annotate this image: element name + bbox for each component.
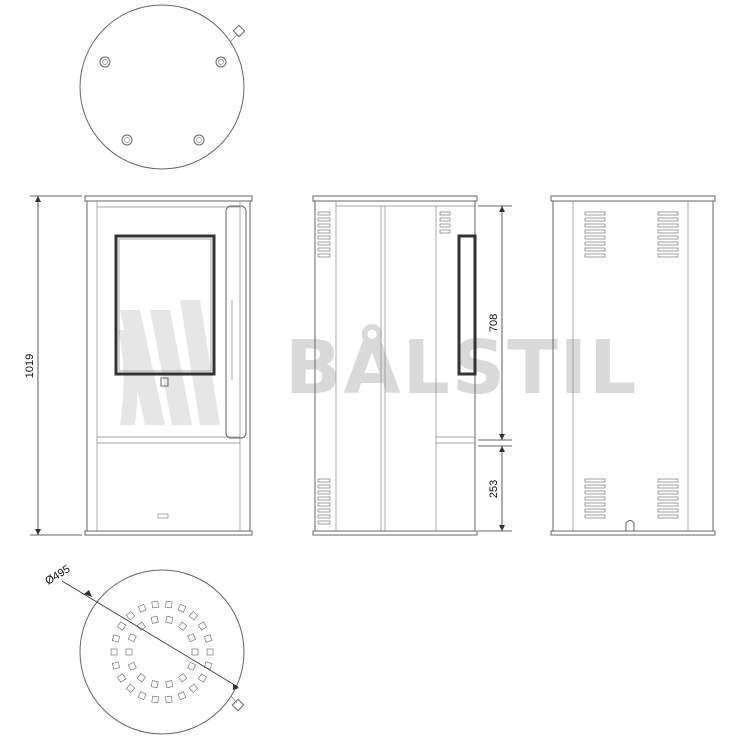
- grate-slot: [137, 603, 147, 613]
- grate-slot: [110, 648, 118, 656]
- dimension-label-708: 708: [488, 314, 500, 332]
- grate-slot: [203, 661, 213, 670]
- bolt-icon: [193, 134, 205, 146]
- grate-slot: [150, 615, 159, 624]
- back-vent-top-left: [584, 211, 606, 258]
- handle-icon: [229, 24, 246, 43]
- back-vent-top-right: [657, 211, 679, 258]
- grate-slot: [177, 603, 187, 613]
- bolt-icon: [99, 56, 111, 68]
- dimension-label-diameter: Ø495: [43, 563, 72, 587]
- grate-slot: [165, 615, 174, 624]
- grate-slot: [188, 610, 199, 621]
- dimension-total-height: 1019: [24, 195, 82, 536]
- grate-slot: [188, 683, 199, 694]
- grate-slot: [125, 683, 136, 694]
- grate-slot: [165, 600, 173, 609]
- grate-slot: [187, 633, 197, 643]
- bolt-icon: [121, 134, 133, 146]
- vent-slot-icon: [157, 513, 169, 519]
- watermark-stripes-icon: [118, 300, 220, 425]
- side-vent-top: [317, 211, 331, 258]
- grate-slot: [136, 673, 147, 683]
- front-view: [84, 195, 253, 536]
- grate-slot: [177, 673, 188, 683]
- grate-slot: [125, 648, 133, 656]
- grate-slot: [206, 648, 214, 656]
- back-view: [550, 195, 716, 536]
- grate-slot: [165, 695, 173, 704]
- dimension-label-1019: 1019: [24, 354, 36, 378]
- grate-slot: [111, 634, 121, 643]
- grate-slot: [177, 691, 187, 701]
- grate-slot: [177, 621, 188, 631]
- handle-icon: [230, 695, 245, 712]
- grate-slot: [197, 673, 208, 683]
- side-vent-right: [439, 211, 451, 234]
- grate-slot: [116, 673, 127, 683]
- grate-slot: [125, 610, 136, 621]
- grate-slot: [136, 621, 147, 631]
- grate-slot: [151, 695, 159, 704]
- grate-slot: [203, 634, 213, 643]
- grate-slot: [187, 661, 197, 671]
- grate-slot: [165, 680, 174, 689]
- door-latch-icon: [160, 377, 169, 387]
- side-view: [312, 195, 478, 536]
- bottom-view: [79, 569, 245, 735]
- watermark-text: BÅLSTIL: [285, 323, 638, 411]
- top-view: [79, 4, 246, 170]
- grate-slot: [137, 691, 147, 701]
- back-vent-bottom-right: [657, 478, 679, 519]
- grate-slot: [150, 680, 159, 689]
- side-vent-bottom: [317, 478, 331, 525]
- dimension-label-253: 253: [488, 480, 500, 498]
- grate-slot: [116, 621, 127, 631]
- bolt-icon: [215, 56, 227, 68]
- dimension-base-section: 253: [478, 445, 512, 532]
- grate-slot: [191, 648, 199, 656]
- grate-slot: [127, 633, 137, 643]
- dimension-glass-section: 708: [478, 205, 512, 441]
- watermark-logo: BÅLSTIL: [118, 300, 638, 425]
- grate-slots: [110, 600, 214, 704]
- back-vent-bottom-left: [584, 478, 606, 519]
- grate-slot: [197, 621, 208, 631]
- grate-slot: [151, 600, 159, 609]
- grate-slot: [111, 661, 121, 670]
- air-inlet-icon: [625, 520, 635, 531]
- glass-window: [114, 234, 216, 376]
- grate-slot: [127, 661, 137, 671]
